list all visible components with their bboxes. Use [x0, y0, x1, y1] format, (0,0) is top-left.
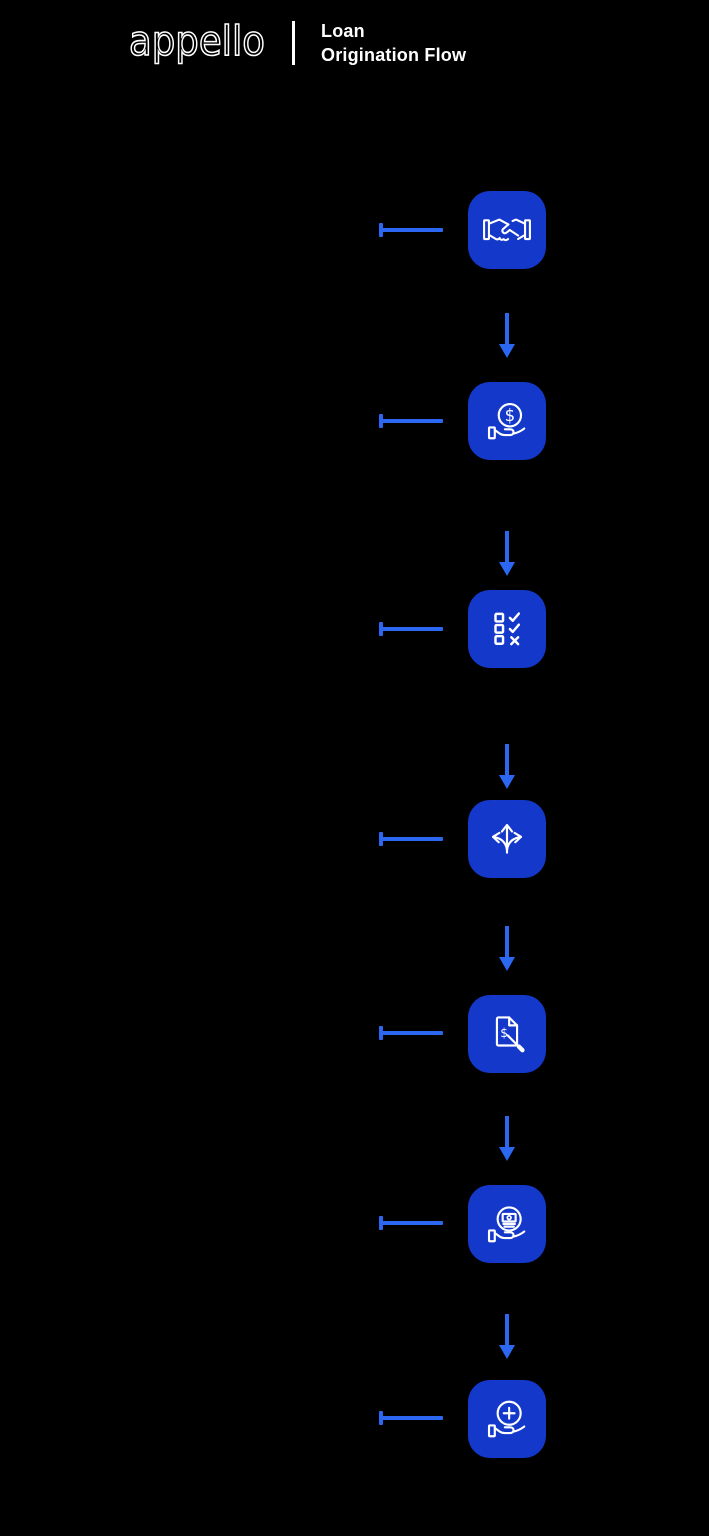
- handshake-icon: [483, 218, 531, 242]
- flow-connector-arrow-5: [499, 1116, 515, 1161]
- step-3-leader-line: [379, 622, 443, 636]
- flow-connector-arrow-2: [499, 531, 515, 576]
- step-5-tile: $: [468, 995, 546, 1073]
- step-6-leader-line: [379, 1216, 443, 1230]
- step-7-tile: [468, 1380, 546, 1458]
- page-title-line-1: Loan: [321, 21, 365, 41]
- step-1-tile: [468, 191, 546, 269]
- hand-cash-icon: [487, 1206, 526, 1243]
- branch-decision-icon: [491, 823, 523, 854]
- flow-connector-arrow-6: [499, 1314, 515, 1359]
- page-title: Loan Origination Flow: [321, 19, 466, 67]
- step-2-leader-line: [379, 414, 443, 428]
- logo-divider: [292, 21, 295, 65]
- checklist-approval-icon: [494, 612, 521, 646]
- step-7-leader-line: [379, 1411, 443, 1425]
- step-1-leader-line: [379, 223, 443, 237]
- document-sign-icon: $: [495, 1016, 525, 1053]
- step-4-leader-line: [379, 832, 443, 846]
- flow-connector-arrow-4: [499, 926, 515, 971]
- header: appello Loan Origination Flow: [128, 14, 466, 72]
- step-6-tile: [468, 1185, 546, 1263]
- appello-logo: appello: [128, 16, 266, 66]
- flow-connector-arrow-3: [499, 744, 515, 789]
- step-4-tile: [468, 800, 546, 878]
- hand-plus-circle-icon: [487, 1400, 526, 1438]
- svg-text:$: $: [505, 406, 516, 425]
- step-3-tile: [468, 590, 546, 668]
- flow-connector-arrow-1: [499, 313, 515, 358]
- appello-logo-text: appello: [129, 17, 265, 65]
- hand-coin-dollar-icon: $: [487, 403, 526, 440]
- page-title-line-2: Origination Flow: [321, 45, 467, 65]
- svg-text:$: $: [500, 1026, 508, 1040]
- step-2-tile: $: [468, 382, 546, 460]
- step-5-leader-line: [379, 1026, 443, 1040]
